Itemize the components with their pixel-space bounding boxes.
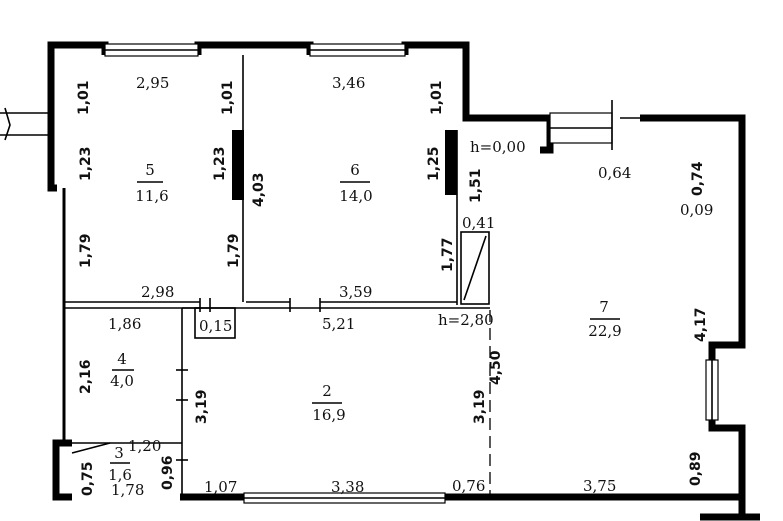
dimension-label: 5,21	[322, 315, 355, 333]
room-area: 22,9	[588, 322, 621, 340]
dimension-label: 1,01	[76, 80, 92, 115]
partition-3-inner	[71, 442, 111, 454]
windows	[0, 43, 719, 504]
dimension-label: 1,01	[220, 80, 236, 115]
shaft-diagonal	[463, 235, 487, 301]
dimension-label: 3,75	[583, 477, 616, 495]
wall-east-lower	[708, 420, 746, 514]
dimension-label: 1,77	[440, 237, 456, 272]
room-labels: 5 11,6 6 14,0 7 22,9 4 4,0 2 16,9 3 1,6	[108, 161, 622, 484]
dimension-label: 1,20	[128, 437, 161, 455]
room-number: 3	[114, 444, 124, 462]
room-area: 11,6	[135, 187, 168, 205]
dimension-label: 3,38	[331, 478, 364, 496]
dimension-label: 2,98	[141, 283, 174, 301]
dimension-label: 1,86	[108, 315, 141, 333]
dimension-label: 4,17	[693, 307, 709, 342]
room-area: 14,0	[339, 187, 372, 205]
dimension-label: 4,50	[488, 350, 504, 385]
dimension-label: 1,23	[78, 146, 94, 181]
height-marks: h=0,00 h=2,80	[438, 138, 526, 329]
column-5-6	[232, 130, 244, 200]
room-number: 5	[145, 161, 155, 179]
wall-north-east	[401, 41, 554, 154]
dimension-label: 4,03	[251, 172, 267, 207]
dimension-label: 1,78	[111, 481, 144, 499]
room-area: 4,0	[110, 372, 134, 390]
dimension-label: 2,95	[136, 74, 169, 92]
dimension-label: 1,01	[429, 80, 445, 115]
entrance-stub	[4, 107, 11, 141]
room-number: 6	[350, 161, 360, 179]
height-mark: h=2,80	[438, 311, 494, 329]
room-number: 4	[117, 350, 127, 368]
dimension-label: 0,41	[462, 214, 495, 232]
dimension-label: 1,79	[78, 233, 94, 268]
dimension-labels: 2,95 3,46 1,01 1,01 1,01 1,23 1,23 4,03 …	[76, 74, 713, 499]
height-mark: h=0,00	[470, 138, 526, 156]
dimension-label: 3,46	[332, 74, 365, 92]
wall-east	[640, 114, 746, 360]
dimension-label: 2,16	[78, 359, 94, 394]
dimension-label: 1,25	[426, 146, 442, 181]
dimension-label: 1,23	[212, 146, 228, 181]
dimension-label: 3,19	[194, 389, 210, 424]
dimension-label: 3,19	[472, 389, 488, 424]
wall-north-mid	[194, 41, 314, 55]
dimension-label: 0,74	[690, 161, 706, 196]
dimension-label: 0,15	[199, 317, 232, 335]
room-area: 1,6	[108, 466, 132, 484]
room-number: 2	[322, 382, 332, 400]
room-number: 7	[599, 298, 609, 316]
dimension-label: 1,07	[204, 478, 237, 496]
niche	[194, 307, 236, 339]
dimension-label: 0,89	[688, 451, 704, 486]
wall-south-corner	[52, 439, 72, 501]
dimension-label: 0,76	[452, 477, 485, 495]
dimension-label: 0,09	[680, 201, 713, 219]
dimension-label: 1,51	[468, 168, 484, 203]
dimension-label: 3,59	[339, 283, 372, 301]
dimension-label: 0,64	[598, 164, 631, 182]
partitions	[64, 55, 491, 497]
shaft-room7	[460, 231, 490, 305]
dimension-label: 0,96	[160, 455, 176, 490]
dimension-label: 0,75	[80, 461, 96, 496]
dimension-label: 1,79	[226, 233, 242, 268]
column-6-7	[445, 130, 457, 195]
room-area: 16,9	[312, 406, 345, 424]
